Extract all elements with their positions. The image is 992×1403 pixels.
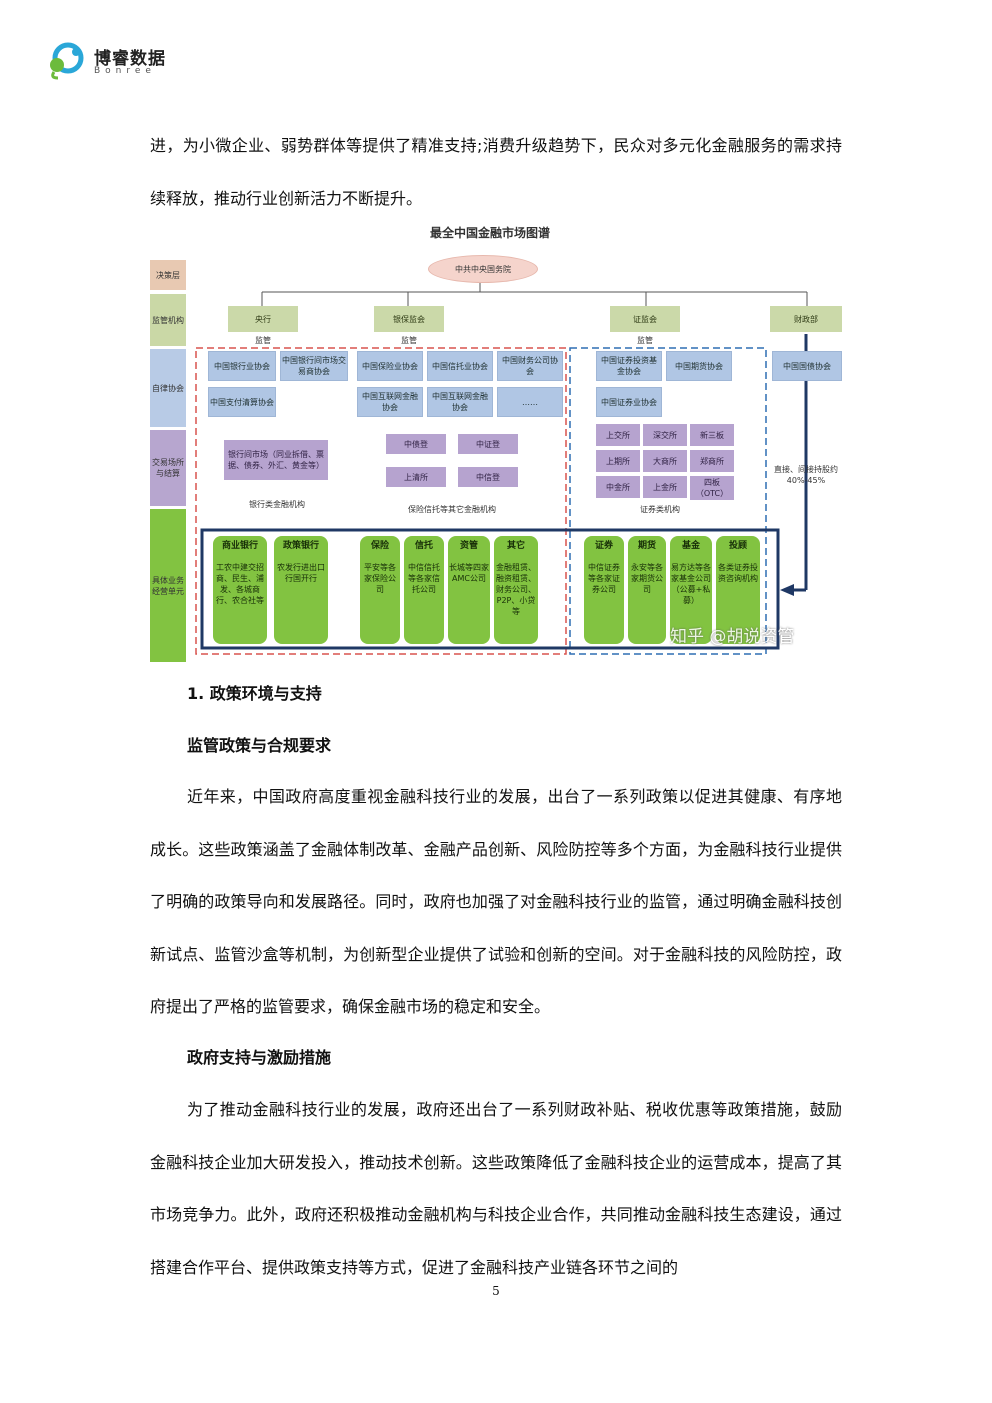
- unit-desc: 长城等四家AMC公司: [449, 563, 489, 583]
- exchange-neeq: 新三板: [690, 424, 734, 446]
- assoc-payment: 中国支付清算协会: [208, 387, 276, 417]
- exchange-sge: 上金所: [643, 476, 687, 498]
- unit-title: 保险: [370, 541, 389, 551]
- exchange-szse: 深交所: [643, 424, 687, 446]
- assoc-trust: 中国信托业协会: [427, 351, 493, 381]
- page-number: 5: [492, 1284, 500, 1298]
- assoc-finance-company: 中国财务公司协会: [497, 351, 563, 381]
- group-label-securities: 证券类机构: [640, 505, 680, 514]
- unit-title: 投顾: [728, 541, 747, 551]
- layer-exchanges: 交易场所与结算: [150, 430, 186, 506]
- exchange-dce: 大商所: [643, 450, 687, 472]
- unit-desc: 各类证券投资咨询机构: [718, 563, 758, 583]
- chart-title: 最全中国金融市场图谱: [429, 226, 550, 240]
- assoc-internet-finance: 中国互联网金融协会: [427, 387, 493, 417]
- subsection-heading: 政府支持与激励措施: [187, 1048, 332, 1067]
- unit-policy-bank: 政策银行农发行进出口行国开行: [274, 536, 328, 644]
- regulator-mof: 财政部: [770, 306, 842, 332]
- supervise-label: 监管: [637, 336, 653, 345]
- supervise-label: 监管: [401, 336, 417, 345]
- unit-commercial-bank: 商业银行工农中建交招商、民生、浦发、各城商行、农合社等: [213, 536, 267, 644]
- unit-insurance: 保险平安等各家保险公司: [360, 536, 400, 644]
- unit-desc: 永安等各家期货公司: [631, 563, 663, 594]
- financial-market-map: 最全中国金融市场图谱 决策层 监管机构 自律协会 交易场所与结算 具体业务经营单…: [150, 224, 850, 666]
- exchange-cffex: 中金所: [596, 476, 640, 498]
- unit-title: 基金: [681, 541, 700, 551]
- layer-associations: 自律协会: [150, 349, 186, 427]
- unit-advisory: 投顾各类证券投资咨询机构: [716, 536, 760, 644]
- unit-securities: 证券中信证券等各家证券公司: [584, 536, 624, 644]
- exchange-sse: 上交所: [596, 424, 640, 446]
- exchange-otc: 四板（OTC）: [690, 476, 734, 500]
- group-label-insurance-trust: 保险信托等其它金融机构: [408, 505, 496, 514]
- unit-desc: 金融租赁、融资租赁、财务公司、P2P、小贷等: [496, 563, 536, 616]
- unit-desc: 中信信托等各家信托公司: [408, 563, 440, 594]
- unit-trust: 信托中信信托等各家信托公司: [404, 536, 444, 644]
- assoc-securities: 中国证券业协会: [596, 387, 662, 417]
- exchange-ccdc: 中债登: [386, 434, 446, 454]
- assoc-insurance: 中国保险业协会: [357, 351, 423, 381]
- brand-logo: 博睿数据 Bonree: [46, 38, 196, 82]
- regulator-cbirc: 银保监会: [374, 306, 444, 332]
- unit-title: 政策银行: [282, 541, 319, 551]
- unit-desc: 农发行进出口行国开行: [277, 563, 325, 583]
- brand-subtitle: Bonree: [94, 66, 156, 76]
- layer-regulators: 监管机构: [150, 294, 186, 346]
- regulator-pboc: 央行: [228, 306, 298, 332]
- assoc-more: ……: [497, 387, 563, 417]
- exchange-shch: 上清所: [386, 467, 446, 487]
- unit-title: 资管: [459, 541, 478, 551]
- assoc-interbank: 中国银行间市场交易商协会: [280, 351, 348, 381]
- intro-paragraph: 进，为小微企业、弱势群体等提供了精准支持;消费升级趋势下，民众对多元化金融服务的…: [150, 136, 842, 208]
- unit-title: 信托: [414, 541, 433, 551]
- chart-connectors: [195, 280, 808, 655]
- unit-title: 证券: [594, 541, 613, 551]
- unit-other: 其它金融租赁、融资租赁、财务公司、P2P、小贷等: [494, 536, 538, 644]
- assoc-securities-fund: 中国证券投资基金协会: [596, 351, 662, 381]
- exchange-chinatrust: 中信登: [458, 467, 518, 487]
- interbank-market: 银行间市场（同业拆借、票据、债券、外汇、黄金等）: [224, 440, 328, 480]
- unit-asset-management: 资管长城等四家AMC公司: [448, 536, 490, 644]
- assoc-internet-finance: 中国互联网金融协会: [357, 387, 423, 417]
- unit-title: 其它: [506, 541, 525, 551]
- body-paragraph: 为了推动金融科技行业的发展，政府还出台了一系列财政补贴、税收优惠等政策措施，鼓励…: [150, 1100, 842, 1277]
- central-government: 中共中央国务院: [428, 255, 538, 283]
- group-label-banks: 银行类金融机构: [249, 500, 305, 509]
- unit-title: 商业银行: [221, 541, 258, 551]
- unit-fund: 基金易方达等各家基金公司（公募+私募）: [670, 536, 712, 644]
- exchange-csdc: 中证登: [458, 434, 518, 454]
- unit-futures: 期货永安等各家期货公司: [628, 536, 666, 644]
- brand-name: 博睿数据: [94, 49, 166, 69]
- brand-logo-icon: [50, 42, 84, 80]
- regulator-csrc: 证监会: [610, 306, 680, 332]
- assoc-banking: 中国银行业协会: [208, 351, 276, 381]
- assoc-treasury-bond: 中国国债协会: [772, 351, 842, 381]
- supervise-label: 监管: [255, 336, 271, 345]
- exchange-czce: 郑商所: [690, 450, 734, 472]
- exchange-shfe: 上期所: [596, 450, 640, 472]
- subsection-heading: 监管政策与合规要求: [187, 736, 332, 755]
- layer-decision: 决策层: [150, 260, 186, 290]
- section-heading: 1. 政策环境与支持: [187, 684, 322, 703]
- chart-watermark: 知乎 @胡说资管: [670, 627, 795, 647]
- unit-desc: 中信证券等各家证券公司: [588, 563, 620, 594]
- unit-desc: 易方达等各家基金公司（公募+私募）: [671, 563, 711, 605]
- layer-business-units: 具体业务经营单元: [150, 509, 186, 662]
- unit-desc: 工农中建交招商、民生、浦发、各城商行、农合社等: [216, 563, 264, 605]
- equity-note: 直接、间接持股约40%-45%: [774, 465, 838, 485]
- body-paragraph: 近年来，中国政府高度重视金融科技行业的发展，出台了一系列政策以促进其健康、有序地…: [150, 787, 842, 1016]
- unit-title: 期货: [637, 541, 656, 551]
- unit-desc: 平安等各家保险公司: [364, 563, 396, 594]
- assoc-futures: 中国期货协会: [666, 351, 732, 381]
